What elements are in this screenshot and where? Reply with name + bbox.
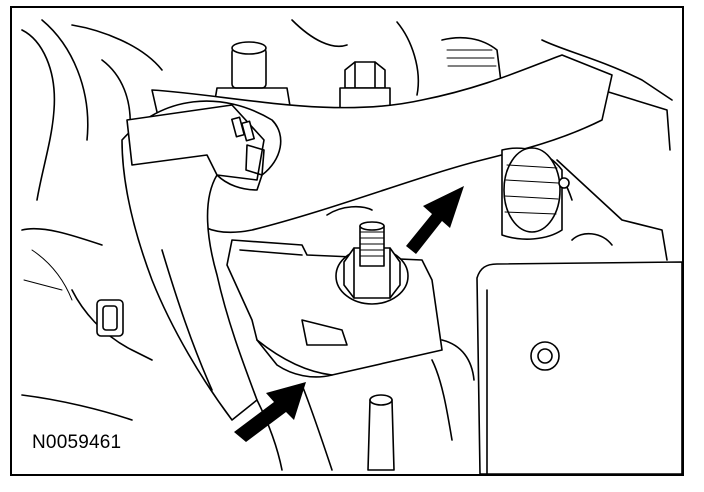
mount-nut	[326, 205, 409, 305]
arrow-lower-icon	[234, 382, 306, 442]
right-bracket-plate	[476, 261, 682, 474]
upper-right-coupling	[441, 36, 673, 151]
top-left-bolt	[211, 41, 293, 119]
left-background-lines	[21, 19, 163, 421]
top-contour-2	[396, 21, 420, 96]
diagram-frame: N0059461	[10, 6, 684, 476]
top-contour	[291, 19, 348, 47]
engine-illustration	[21, 19, 682, 474]
lower-contours	[256, 339, 475, 471]
arrow-upper-icon	[406, 186, 464, 254]
left-hose	[121, 100, 282, 421]
large-hose	[151, 54, 668, 261]
figure-code: N0059461	[32, 432, 122, 453]
